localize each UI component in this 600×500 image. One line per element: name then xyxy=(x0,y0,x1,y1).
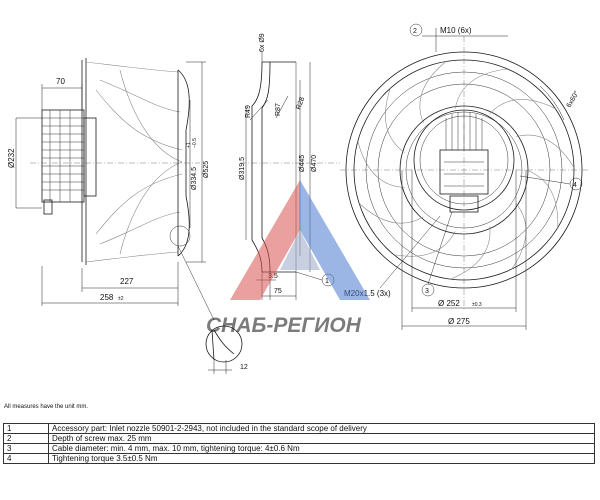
motor-housing xyxy=(41,109,85,203)
units-footnote: All measures have the unit mm. xyxy=(4,404,89,410)
dim-r87: R87 xyxy=(275,103,282,116)
dim-6x9: 6x Ø9 xyxy=(259,33,266,52)
dim-334: Ø334.5 xyxy=(191,167,198,190)
note-text: Tightening torque 3.5±0.5 Nm xyxy=(48,453,595,464)
note-number: 4 xyxy=(3,453,49,464)
impeller-blade xyxy=(357,141,405,188)
dim-r49: R49 xyxy=(245,105,252,118)
cable-gland xyxy=(43,199,53,215)
detail-view: 12 xyxy=(205,325,248,374)
dim-r28: R28 xyxy=(295,96,306,111)
note-text: Depth of screw max. 25 mm xyxy=(48,433,595,444)
note-text: Cable diameter: min. 4 mm, max. 10 mm, t… xyxy=(48,443,595,454)
dim-319: Ø319.5 xyxy=(239,157,246,180)
note-number: 1 xyxy=(3,423,49,434)
detail-marker xyxy=(169,225,191,247)
impeller-blade xyxy=(393,231,456,257)
dim-525: Ø525 xyxy=(203,161,210,178)
watermark-text: СНАБ-РЕГИОН xyxy=(206,314,362,337)
impeller-blade xyxy=(516,134,575,168)
dim-334-tol-up: +1 xyxy=(186,142,192,148)
side-view: 70 Ø232 Ø334.5 +1 −0.5 Ø525 227 258 ±2 xyxy=(7,58,248,374)
impeller-blade xyxy=(525,169,559,228)
label-m20: M20x1.5 (3x) xyxy=(344,289,391,298)
svg-text:4: 4 xyxy=(573,182,577,189)
dim-275: Ø 275 xyxy=(448,317,470,326)
dim-70: 70 xyxy=(56,77,65,86)
watermark-logo: СНАБ-РЕГИОН xyxy=(206,180,370,337)
dim-227: 227 xyxy=(120,277,134,286)
svg-text:3: 3 xyxy=(425,288,429,295)
label-60deg: 6x60° xyxy=(565,89,581,109)
svg-text:1: 1 xyxy=(325,278,329,285)
impeller-blade xyxy=(489,99,556,114)
label-m10: M10 (6x) xyxy=(440,26,472,35)
dim-445: Ø445 xyxy=(299,155,306,172)
svg-text:2: 2 xyxy=(413,28,417,35)
note-number: 3 xyxy=(3,443,49,454)
callout-2 xyxy=(409,23,423,37)
dim-258: 258 xyxy=(100,293,114,302)
impeller-blade xyxy=(450,226,491,280)
note-text: Accessory part: Inlet nozzle 50901-2-294… xyxy=(48,423,595,434)
dim-75: 75 xyxy=(274,288,282,295)
dim-252-tol: ±0.3 xyxy=(472,302,482,308)
impeller-blade xyxy=(358,203,424,224)
dim-252: Ø 252 xyxy=(438,299,460,308)
front-view: 2 M10 (6x) 6x60° 4 M20x1.5 (3x) 3 Ø 252 … xyxy=(340,23,590,330)
dim-232: Ø232 xyxy=(7,148,16,168)
dim-258-tol: ±2 xyxy=(118,296,124,302)
technical-drawing: 70 Ø232 Ø334.5 +1 −0.5 Ø525 227 258 ±2 xyxy=(7,23,590,374)
impeller-blade xyxy=(454,68,508,109)
impeller-blade xyxy=(385,88,405,153)
impeller-blade xyxy=(419,61,447,124)
note-number: 2 xyxy=(3,433,49,444)
dim-334-tol-lo: −0.5 xyxy=(192,138,198,148)
dim-470: Ø470 xyxy=(311,155,318,172)
dim-12: 12 xyxy=(240,364,248,371)
